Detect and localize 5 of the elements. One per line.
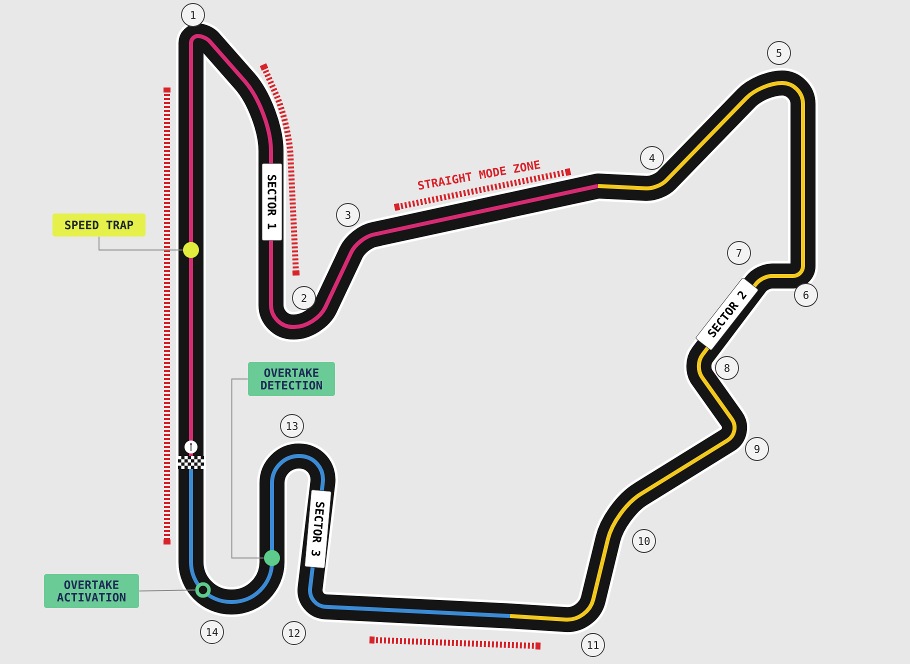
turn-number: 11 (581, 633, 605, 657)
callout-box: OVERTAKE ACTIVATION (44, 574, 139, 608)
turn-number: 1 (181, 3, 205, 27)
leader-line (98, 236, 184, 250)
callout-box: SPEED TRAP (52, 214, 146, 236)
